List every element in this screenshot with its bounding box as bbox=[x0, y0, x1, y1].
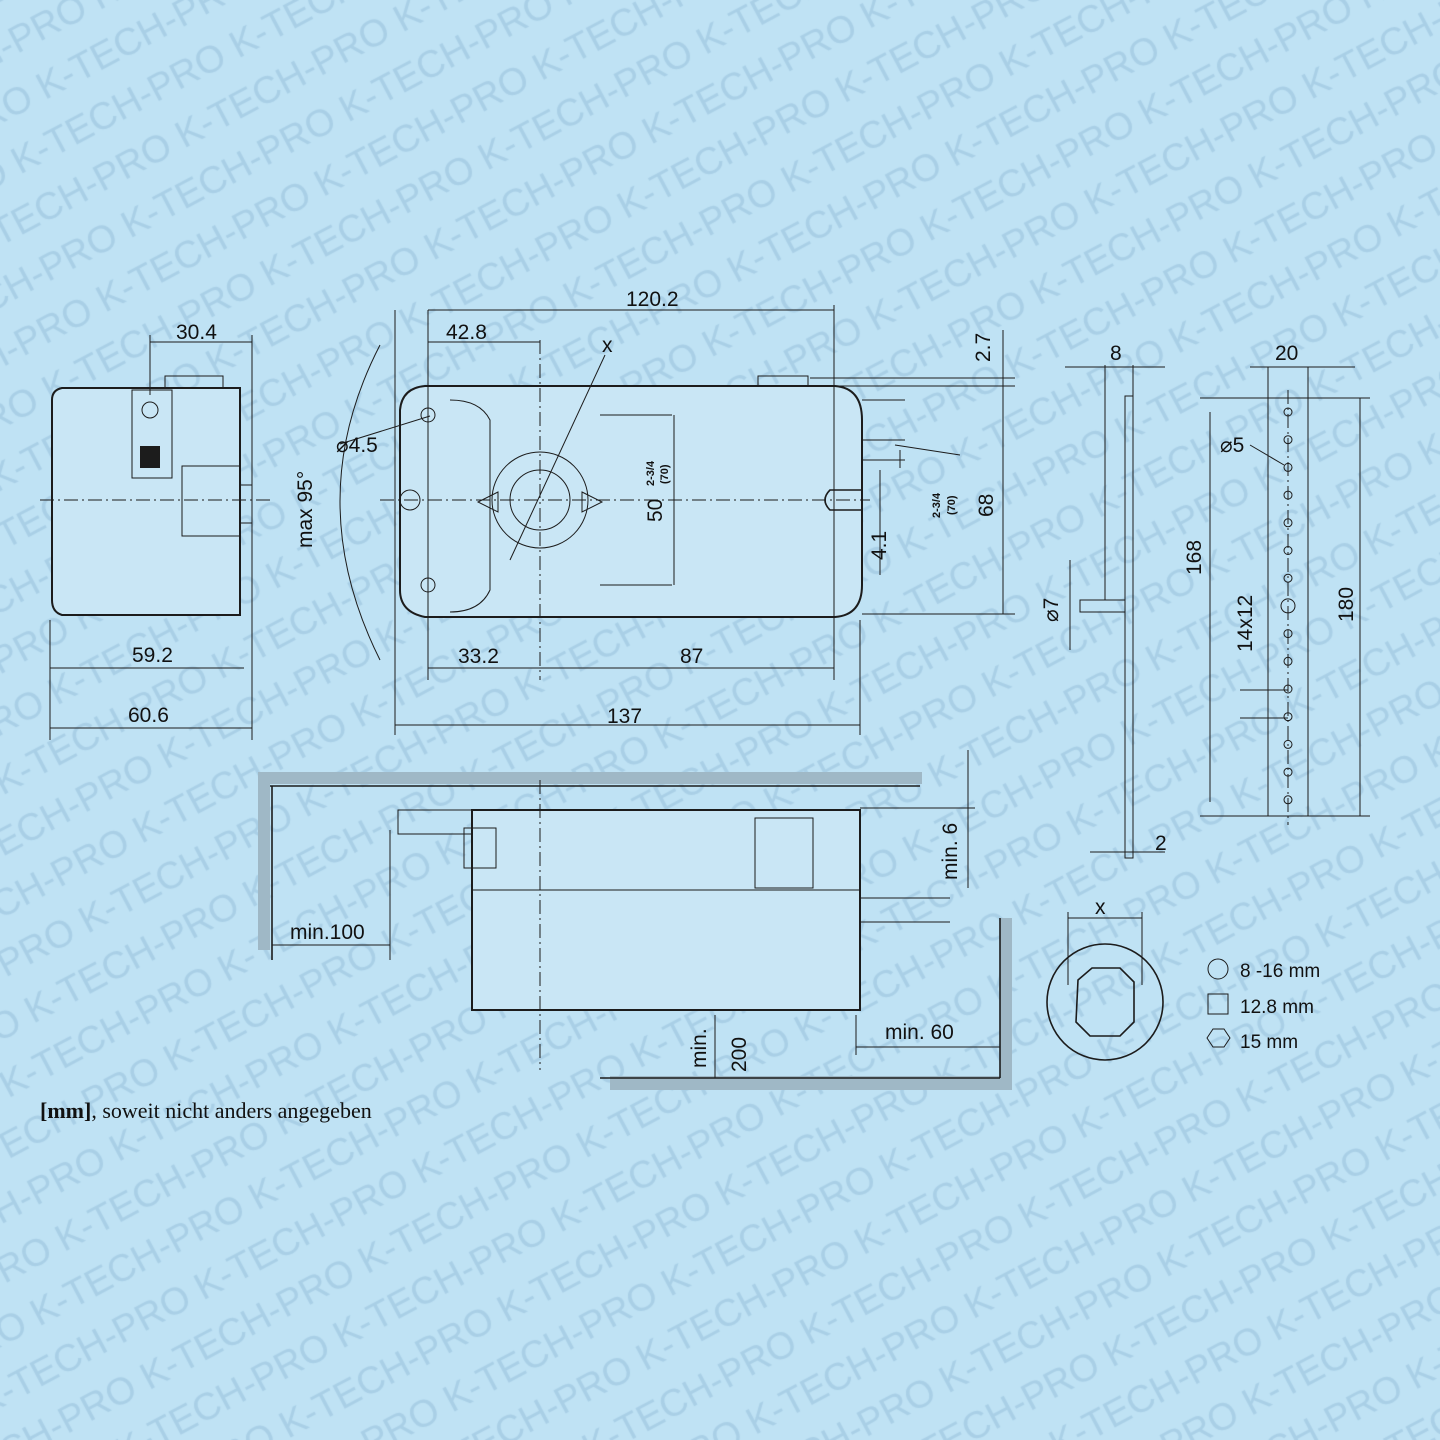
top-view bbox=[339, 305, 1015, 735]
dim-14x12: 14x12 bbox=[1234, 595, 1257, 652]
bracket-hole bbox=[1283, 546, 1293, 555]
bracket-hole bbox=[1283, 795, 1293, 805]
bracket-hole bbox=[1283, 407, 1293, 417]
dim-50: 50 bbox=[644, 499, 667, 522]
dim-min-label: min. bbox=[688, 1028, 711, 1068]
bracket-hole bbox=[1283, 490, 1293, 500]
footnote-text: , soweit nicht anders angegeben bbox=[91, 1098, 372, 1123]
dim-max-rotation: max 95° bbox=[294, 471, 317, 548]
bracket-view bbox=[1065, 365, 1370, 859]
bracket-hole bbox=[1283, 629, 1293, 639]
shaft-legend: 8 -16 mm 12.8 mm 15 mm bbox=[1206, 958, 1320, 1053]
dim-50-inch: 2-3/4 bbox=[645, 460, 657, 486]
legend-hexagon-label: 15 mm bbox=[1240, 1032, 1298, 1053]
circle-shape-icon bbox=[1207, 958, 1229, 980]
dim-slot-mm: (70) bbox=[946, 495, 958, 515]
dim-168: 168 bbox=[1183, 540, 1206, 575]
footnote-unit: [mm] bbox=[40, 1098, 92, 1123]
bracket-hole bbox=[1283, 767, 1293, 777]
dim-offset-42-8: 42.8 bbox=[446, 321, 487, 344]
hexagon-shape-icon bbox=[1206, 1028, 1231, 1048]
dim-min-100: min.100 bbox=[290, 921, 365, 944]
side-view bbox=[40, 335, 270, 740]
dim-2-7: 2.7 bbox=[972, 333, 995, 362]
axis-x-label: x bbox=[602, 334, 613, 357]
dim-bracket-20: 20 bbox=[1275, 342, 1298, 365]
dim-side-60-6: 60.6 bbox=[128, 704, 169, 727]
dim-200: 200 bbox=[728, 1037, 751, 1072]
bracket-hole bbox=[1283, 739, 1293, 749]
bracket-hole bbox=[1283, 518, 1293, 528]
dim-min-6: min. 6 bbox=[939, 823, 962, 880]
bracket-hole bbox=[1283, 462, 1293, 472]
mounting-view bbox=[258, 750, 1012, 1090]
dim-pin-7: ⌀7 bbox=[1040, 598, 1063, 622]
dim-87: 87 bbox=[680, 645, 703, 668]
dim-hole-4-5: ⌀4.5 bbox=[336, 434, 378, 457]
dim-bracket-2: 2 bbox=[1155, 832, 1167, 855]
bracket-hole bbox=[1283, 684, 1293, 694]
bracket-hole bbox=[1283, 712, 1293, 722]
square-shape-icon bbox=[1207, 993, 1229, 1015]
dim-height-68: 68 bbox=[975, 494, 998, 517]
dim-180: 180 bbox=[1335, 587, 1358, 622]
dim-137: 137 bbox=[607, 705, 642, 728]
bracket-hole bbox=[1283, 656, 1293, 666]
shaft-section bbox=[1046, 912, 1164, 1061]
legend-circle-label: 8 -16 mm bbox=[1240, 961, 1320, 982]
shaft-x-label: x bbox=[1095, 896, 1106, 919]
legend-square-label: 12.8 mm bbox=[1240, 997, 1314, 1018]
dim-slot-inch: 2-3/4 bbox=[931, 492, 943, 518]
dim-4-1: 4.1 bbox=[868, 531, 891, 560]
dim-min-60: min. 60 bbox=[885, 1021, 954, 1044]
units-footnote: [mm], soweit nicht anders angegeben bbox=[40, 1098, 372, 1124]
dim-hole-5: ⌀5 bbox=[1220, 434, 1244, 457]
dim-50-mm: (70) bbox=[659, 464, 671, 484]
dim-side-59-2: 59.2 bbox=[132, 644, 173, 667]
dim-length-120-2: 120.2 bbox=[626, 288, 679, 311]
dim-side-30-4: 30.4 bbox=[176, 321, 217, 344]
dim-bracket-8: 8 bbox=[1110, 342, 1122, 365]
bracket-hole bbox=[1280, 598, 1296, 614]
dim-33-2: 33.2 bbox=[458, 645, 499, 668]
bracket-hole bbox=[1283, 435, 1293, 445]
bracket-hole bbox=[1283, 573, 1293, 583]
